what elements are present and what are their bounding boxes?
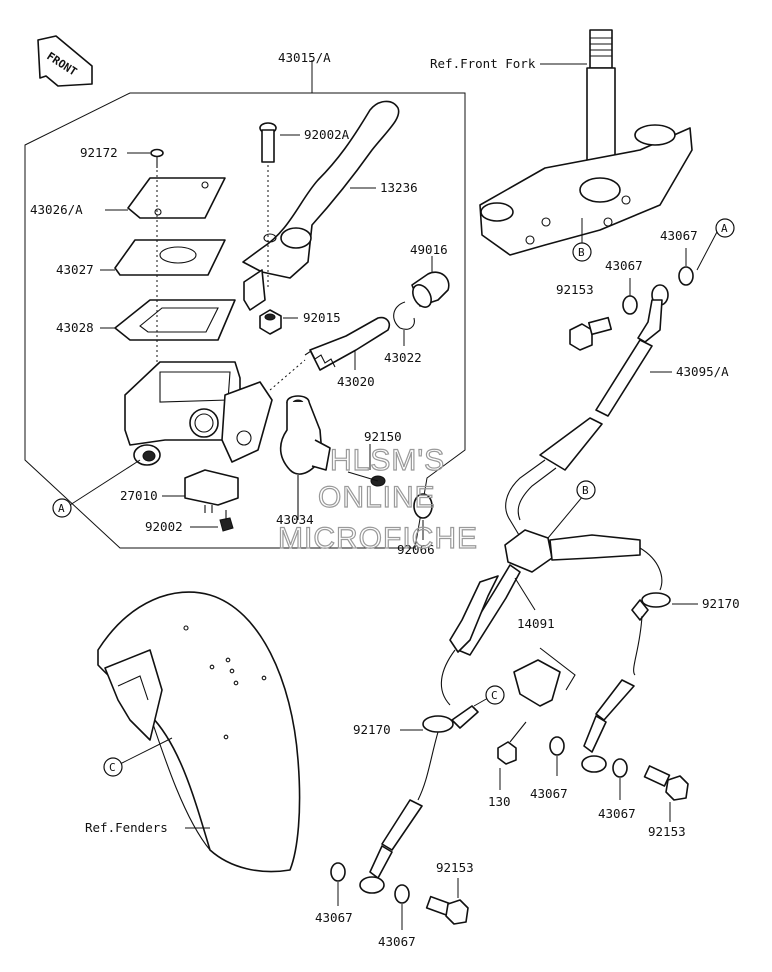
label-92170-left: 92170 bbox=[353, 722, 391, 737]
label-92153-right: 92153 bbox=[648, 824, 686, 839]
label-43015: 43015/A bbox=[278, 50, 331, 65]
label-27010: 27010 bbox=[120, 488, 158, 503]
washer-43067-bottom-left bbox=[330, 862, 346, 882]
label-43067-bottom-mid: 43067 bbox=[378, 934, 416, 949]
leader-14091 bbox=[514, 577, 536, 611]
callout-b-top bbox=[572, 242, 592, 262]
bolt-92150 bbox=[347, 471, 386, 487]
callout-c-left bbox=[103, 757, 123, 777]
label-92002: 92002 bbox=[145, 519, 183, 534]
left-brake-hose bbox=[369, 575, 499, 879]
label-43028: 43028 bbox=[56, 320, 94, 335]
label-43034: 43034 bbox=[276, 512, 314, 527]
leader-callout-c-left bbox=[119, 737, 173, 765]
label-92150: 92150 bbox=[364, 429, 402, 444]
callout-a-left bbox=[52, 498, 72, 518]
banjo-fitting-left bbox=[359, 876, 385, 894]
label-43067-mid: 43067 bbox=[530, 786, 568, 801]
label-130: 130 bbox=[488, 794, 511, 809]
right-brake-hose bbox=[583, 547, 671, 753]
callout-a-left-text: A bbox=[58, 502, 65, 515]
master-cylinder-assembly-frame bbox=[24, 92, 466, 549]
label-43067-right: 43067 bbox=[598, 806, 636, 821]
callout-a-right-text: A bbox=[721, 222, 728, 235]
label-14091: 14091 bbox=[517, 616, 555, 631]
label-92153-bottom: 92153 bbox=[436, 860, 474, 875]
label-92172: 92172 bbox=[80, 145, 118, 160]
label-92015: 92015 bbox=[303, 310, 341, 325]
washer-43067-mid bbox=[549, 736, 565, 756]
label-43095: 43095/A bbox=[676, 364, 729, 379]
front-direction-badge: FRONT bbox=[37, 35, 93, 87]
master-cylinder-body bbox=[124, 361, 273, 466]
leader-callout-a-right bbox=[696, 229, 719, 271]
label-13236: 13236 bbox=[380, 180, 418, 195]
bolt-130 bbox=[497, 721, 527, 765]
circlip-43022 bbox=[393, 301, 415, 330]
ring-92066 bbox=[413, 493, 433, 519]
alignment-line-piston bbox=[269, 359, 306, 391]
screw-92002 bbox=[219, 510, 234, 532]
label-43067-top-mid: 43067 bbox=[605, 258, 643, 273]
banjo-bolt-92153-right bbox=[643, 765, 689, 801]
washer-43067-bottom-mid bbox=[394, 884, 410, 904]
reservoir-cap-43026 bbox=[127, 177, 226, 219]
label-43067-bottom-left: 43067 bbox=[315, 910, 353, 925]
bracket-14091-clamp bbox=[513, 647, 576, 707]
banjo-bolt-92153-bottom bbox=[425, 895, 469, 925]
callout-b-mid-text: B bbox=[582, 484, 589, 497]
holder-43034 bbox=[279, 395, 331, 520]
switch-27010 bbox=[184, 469, 239, 513]
leader-callout-a-left bbox=[69, 459, 141, 506]
label-43022: 43022 bbox=[384, 350, 422, 365]
front-fender bbox=[97, 591, 301, 873]
watermark-line-2: ONLINE bbox=[318, 481, 436, 514]
leader-callout-b-mid bbox=[547, 495, 584, 539]
ref-front-fork: Ref.Front Fork bbox=[430, 56, 536, 71]
label-92170-right: 92170 bbox=[702, 596, 740, 611]
nut-92015 bbox=[259, 309, 282, 335]
watermark-line-3: MICROFICHE bbox=[278, 522, 478, 555]
banjo-bolt-92153-top bbox=[569, 316, 613, 351]
washer-43067-top-right bbox=[678, 266, 694, 286]
label-92002a: 92002A bbox=[304, 127, 350, 142]
steering-stem bbox=[479, 29, 693, 256]
label-43067-top-right: 43067 bbox=[660, 228, 698, 243]
callout-b-top-text: B bbox=[578, 246, 585, 259]
label-92153-top: 92153 bbox=[556, 282, 594, 297]
label-92066: 92066 bbox=[397, 542, 435, 557]
label-49016: 49016 bbox=[410, 242, 448, 257]
banjo-fitting-right bbox=[581, 755, 607, 773]
diaphragm-plate-43027 bbox=[114, 239, 226, 276]
callout-b-mid bbox=[576, 480, 596, 500]
leader-callout-c-mid bbox=[473, 697, 489, 707]
callout-c-left-text: C bbox=[109, 761, 116, 774]
ref-fenders: Ref.Fenders bbox=[85, 820, 168, 835]
brake-lever-13236 bbox=[242, 100, 400, 311]
label-43026: 43026/A bbox=[30, 202, 83, 217]
brake-hose-43095 bbox=[505, 284, 669, 541]
callout-a-right bbox=[715, 218, 735, 238]
label-43027: 43027 bbox=[56, 262, 94, 277]
pivot-bolt-92002a bbox=[259, 122, 277, 290]
boot-49016 bbox=[411, 271, 450, 308]
washer-43067-right bbox=[612, 758, 628, 778]
callout-c-mid-text: C bbox=[491, 689, 498, 702]
diaphragm-43028 bbox=[114, 299, 236, 341]
watermark-line-1: HLSM'S bbox=[330, 444, 445, 477]
piston-43020 bbox=[304, 316, 391, 371]
callout-c-mid bbox=[485, 685, 505, 705]
screw-92172 bbox=[150, 148, 164, 168]
washer-43067-top-mid bbox=[622, 295, 638, 315]
label-43020: 43020 bbox=[337, 374, 375, 389]
